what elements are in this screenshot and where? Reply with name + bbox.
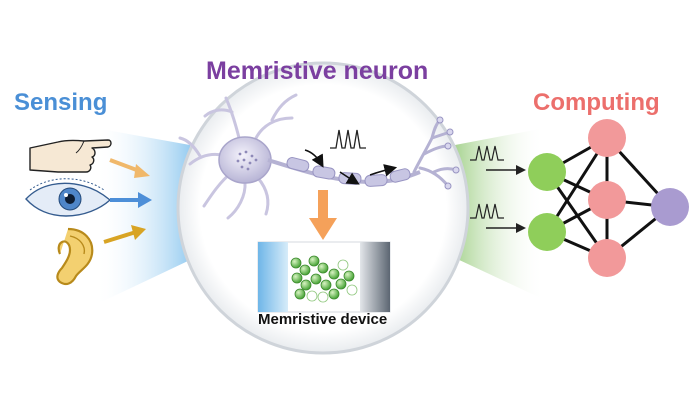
sensing-arrow-1: [109, 158, 150, 178]
sensing-arrow-2: [110, 192, 152, 208]
input-node-2: [528, 213, 566, 251]
spike-input-2: [470, 203, 526, 233]
hidden-node-2: [588, 181, 626, 219]
signal-arrow-2: [339, 171, 360, 185]
memristive-device-label: Memristive device: [258, 311, 388, 328]
sensing-beam: [95, 128, 190, 305]
memristive-neuron-title: Memristive neuron: [206, 57, 429, 85]
neuron-soma: [218, 136, 272, 184]
spike-input-1: [470, 145, 526, 175]
spike-train-center: [330, 129, 366, 149]
ear-icon: [56, 227, 94, 286]
output-node: [651, 188, 689, 226]
down-arrow-to-device: [309, 190, 337, 240]
hidden-node-1: [588, 119, 626, 157]
eye-icon: [25, 178, 112, 217]
sensing-title: Sensing: [14, 89, 108, 116]
sensing-arrow-3: [103, 225, 146, 244]
signal-arrow-1: [304, 149, 324, 168]
memristive-device: [257, 241, 391, 313]
filament-balls: [290, 255, 358, 303]
hand-icon: [29, 139, 112, 173]
input-node-1: [528, 153, 566, 191]
signal-arrow-3: [369, 164, 398, 177]
hidden-node-3: [588, 239, 626, 277]
computing-title: Computing: [533, 89, 660, 116]
